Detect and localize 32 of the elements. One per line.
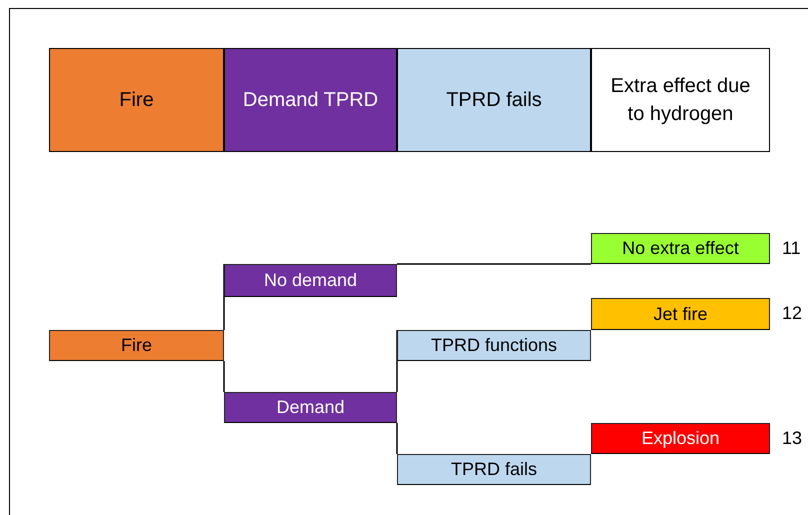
event-box (397, 330, 591, 361)
label-text: No extra effect (622, 238, 739, 259)
column-header (49, 48, 224, 152)
label-text: TPRD fails (446, 88, 542, 113)
outcome-number: 13 (782, 428, 802, 449)
label-text: Explosion (641, 428, 720, 449)
column-header (224, 48, 397, 152)
event-box (224, 264, 397, 297)
label-text: Jet fire (653, 304, 708, 324)
label-text: Demand (276, 397, 345, 418)
label-text: TPRD fails (450, 459, 537, 480)
label-text: TPRD functions (430, 335, 558, 356)
label-text: Fire (121, 335, 152, 356)
label-text: Extra effect due to hydrogen (610, 74, 752, 127)
event-box (397, 454, 591, 485)
label-text: Fire (119, 88, 154, 113)
branch-line (223, 361, 225, 392)
label-text: No demand (264, 270, 358, 291)
event-box (49, 330, 224, 361)
column-header (397, 48, 591, 152)
branch-line (223, 264, 225, 330)
branch-line (396, 330, 398, 392)
event-box (224, 392, 397, 423)
branch-line (396, 423, 398, 454)
event-box (591, 298, 770, 330)
event-box (591, 423, 770, 454)
outcome-number: 11 (782, 238, 801, 259)
outcome-number: 12 (782, 303, 802, 324)
branch-line (397, 263, 591, 265)
label-text: Demand TPRD (242, 88, 378, 113)
event-box (591, 233, 770, 264)
column-header (591, 48, 770, 152)
